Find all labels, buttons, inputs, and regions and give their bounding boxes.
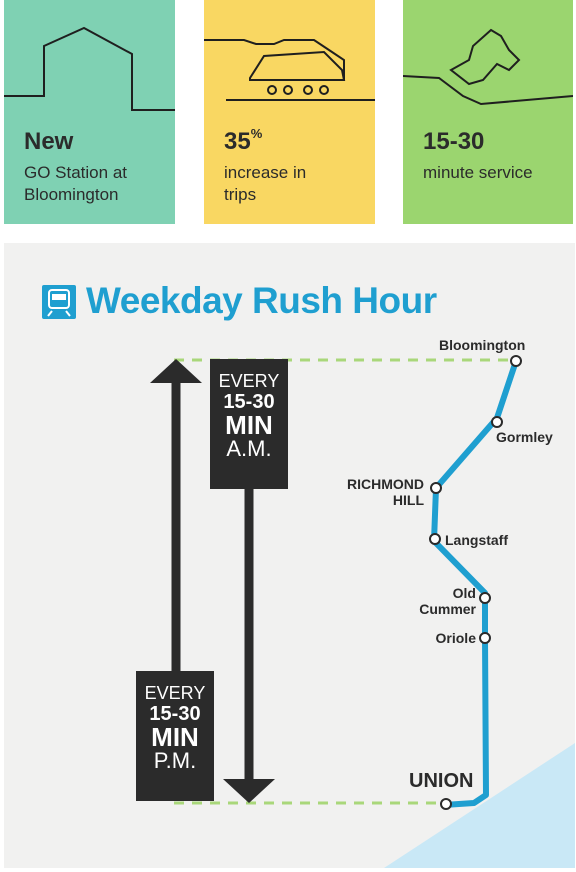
station-label-union: UNION <box>409 770 474 792</box>
box-line: P.M. <box>153 748 197 773</box>
station-dot <box>430 482 442 494</box>
card-headline: 35% <box>224 126 263 155</box>
station-dot <box>491 416 503 428</box>
card-subtext: increase in trips <box>224 163 307 204</box>
pm-frequency-box: EVERY 15-30 MIN P.M. <box>136 671 214 801</box>
station-label-richmond-hill: RICHMOND HILL <box>347 476 424 508</box>
station-label-old-cummer: Old Cummer <box>419 585 476 617</box>
stat-card-trip-increase: 35% increase in trips <box>204 0 375 224</box>
station-label-langstaff: Langstaff <box>445 532 508 548</box>
stat-card-service-frequency: 15-30 minute service <box>403 0 573 224</box>
box-line: A.M. <box>226 436 272 461</box>
route-line <box>431 360 519 808</box>
box-line: EVERY <box>144 683 206 703</box>
station-dot <box>510 355 522 367</box>
station-dot <box>429 533 441 545</box>
card-subtext: GO Station at Bloomington <box>24 163 127 204</box>
panel-title: Weekday Rush Hour <box>86 280 437 321</box>
card-subtext: minute service <box>423 163 533 182</box>
up-arrow-head <box>150 359 202 383</box>
go-transit-logo-icon <box>42 285 76 319</box>
box-line: MIN <box>225 410 273 440</box>
station-label-bloomington: Bloomington <box>439 337 526 353</box>
station-label-oriole: Oriole <box>435 630 476 646</box>
station-dot <box>479 632 491 644</box>
down-arrow-head <box>223 779 275 803</box>
card-headline: New <box>24 128 74 155</box>
card-headline: 15-30 <box>423 128 485 155</box>
train-icon <box>204 39 375 101</box>
box-line: EVERY <box>218 371 280 391</box>
stat-card-new-station: New GO Station at Bloomington <box>4 0 175 224</box>
route-map <box>150 355 575 868</box>
house-icon <box>4 26 175 111</box>
am-frequency-box: EVERY 15-30 MIN A.M. <box>210 359 288 489</box>
box-line: 15-30 <box>223 391 275 413</box>
map-icon <box>403 28 573 106</box>
box-line: 15-30 <box>149 703 201 725</box>
station-dot <box>440 798 452 810</box>
water-area <box>384 743 575 868</box>
station-dot <box>479 592 491 604</box>
box-line: MIN <box>151 722 199 752</box>
rush-hour-panel: Weekday Rush Hour EVERY 15-30 MIN A.M. E… <box>4 243 575 868</box>
station-label-gormley: Gormley <box>496 429 553 445</box>
